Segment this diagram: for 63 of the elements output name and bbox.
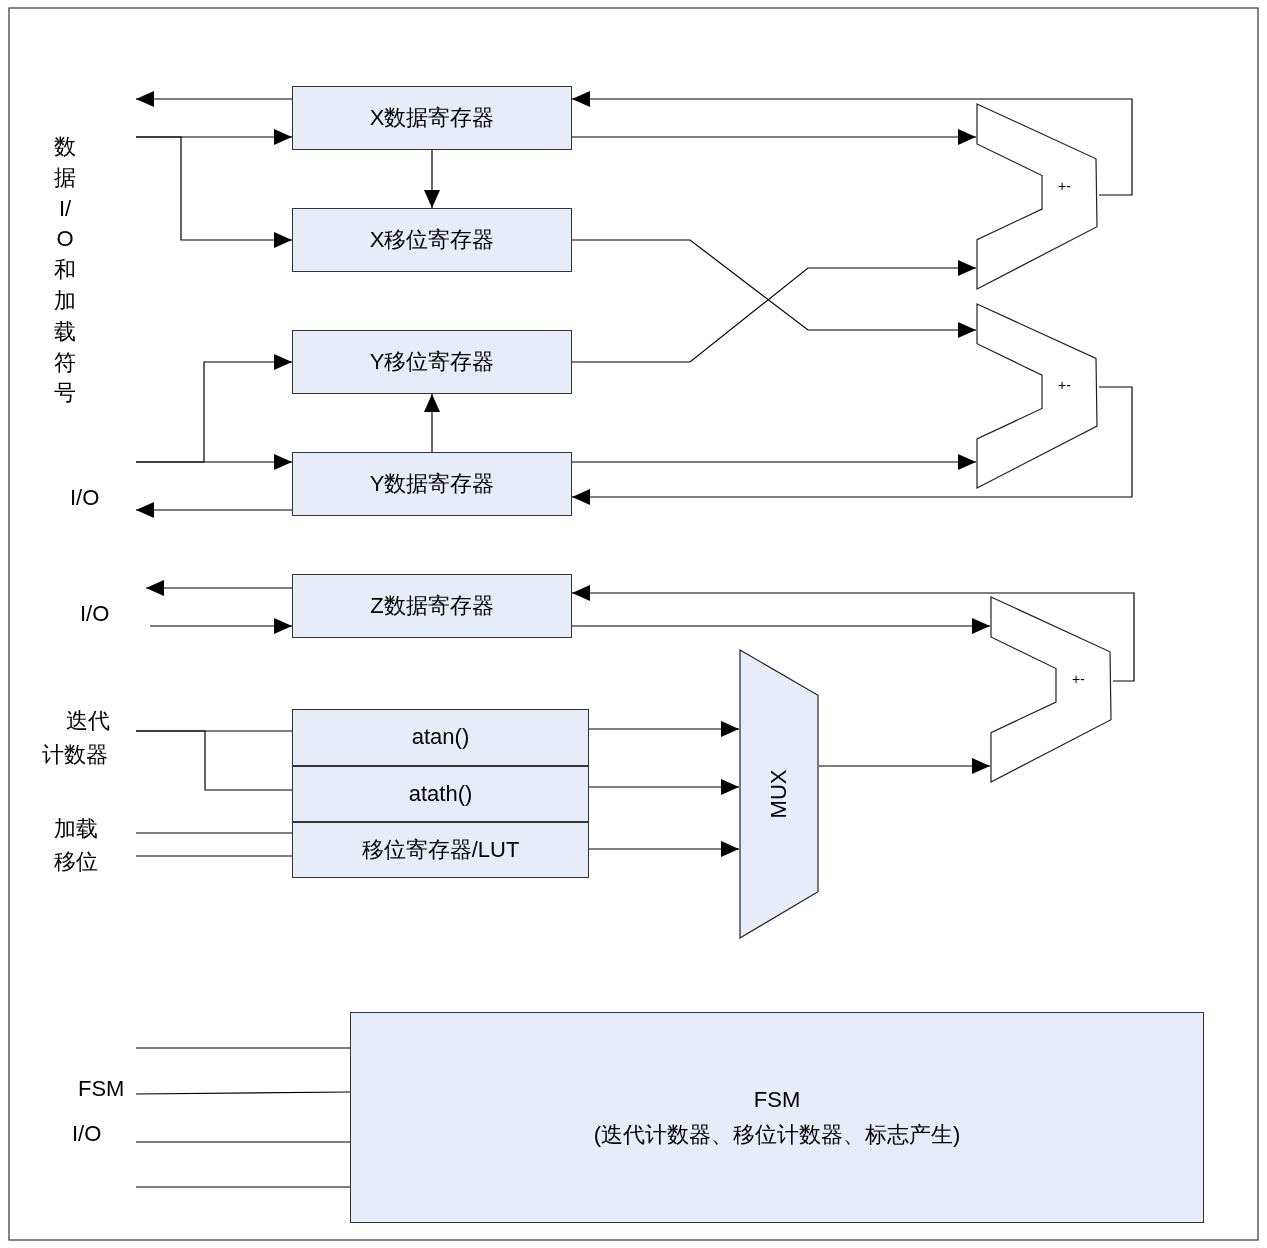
register-box <box>292 822 589 878</box>
mux-symbol <box>739 649 819 939</box>
signal-label: 移位 <box>54 849 98 876</box>
signal-line <box>135 855 293 857</box>
node-label: 移位寄存器/LUT <box>361 836 520 864</box>
arrow <box>588 721 740 737</box>
arrow <box>145 580 293 596</box>
operator-label: +- <box>1072 670 1085 688</box>
arrow <box>571 239 977 338</box>
signal-line <box>135 1186 351 1188</box>
arrow <box>571 386 1133 505</box>
node-label: Y移位寄存器 <box>369 348 495 376</box>
register-box <box>292 86 572 150</box>
arrow <box>424 149 440 209</box>
mux-label: MUX <box>765 769 792 819</box>
arrow <box>571 91 1133 196</box>
fsm-box <box>350 1012 1204 1223</box>
arrow <box>135 91 293 107</box>
adder-symbol <box>990 596 1113 783</box>
register-box <box>292 709 589 766</box>
operator-label: +- <box>1058 177 1071 195</box>
signal-line <box>135 1141 351 1143</box>
register-box <box>292 766 589 822</box>
signal-line <box>135 832 293 834</box>
signal-label: 迭代 <box>66 708 110 735</box>
signal-label: FSM <box>78 1076 125 1103</box>
register-box <box>292 330 572 394</box>
arrow <box>571 454 977 470</box>
node-label: X数据寄存器 <box>369 104 495 132</box>
node-label: X移位寄存器 <box>369 226 495 254</box>
node-label: Y数据寄存器 <box>369 470 495 498</box>
arrow <box>135 454 293 470</box>
signal-line <box>135 1047 351 1049</box>
node-label: FSM <box>753 1087 801 1114</box>
signal-line <box>135 1091 351 1095</box>
register-box <box>292 208 572 272</box>
arrow <box>571 260 977 363</box>
arrow <box>588 779 740 795</box>
node-label: Z数据寄存器 <box>370 592 494 620</box>
arrow <box>818 758 991 774</box>
node-label: atath() <box>408 780 473 808</box>
signal-label: I/O <box>72 1121 102 1148</box>
register-box <box>292 452 572 516</box>
arrow <box>149 618 293 634</box>
signal-line <box>135 730 293 791</box>
signal-label: 加载 <box>54 816 98 843</box>
adder-symbol <box>976 303 1099 489</box>
operator-label: +- <box>1058 377 1071 395</box>
register-box <box>292 574 572 638</box>
arrow <box>588 841 740 857</box>
signal-label: 计数器 <box>42 742 108 769</box>
arrow <box>571 129 977 145</box>
arrow <box>135 136 293 248</box>
signal-label: I/O <box>80 601 110 628</box>
adder-symbol <box>976 103 1099 290</box>
arrow <box>135 502 293 518</box>
signal-label: 数据I/O和加载符号 <box>54 133 76 408</box>
node-description: (迭代计数器、移位计数器、标志产生) <box>593 1121 961 1148</box>
arrow <box>571 618 991 634</box>
node-label: atan() <box>411 724 470 751</box>
arrow <box>424 393 440 453</box>
signal-label: I/O <box>70 485 100 512</box>
arrow <box>571 585 1135 682</box>
